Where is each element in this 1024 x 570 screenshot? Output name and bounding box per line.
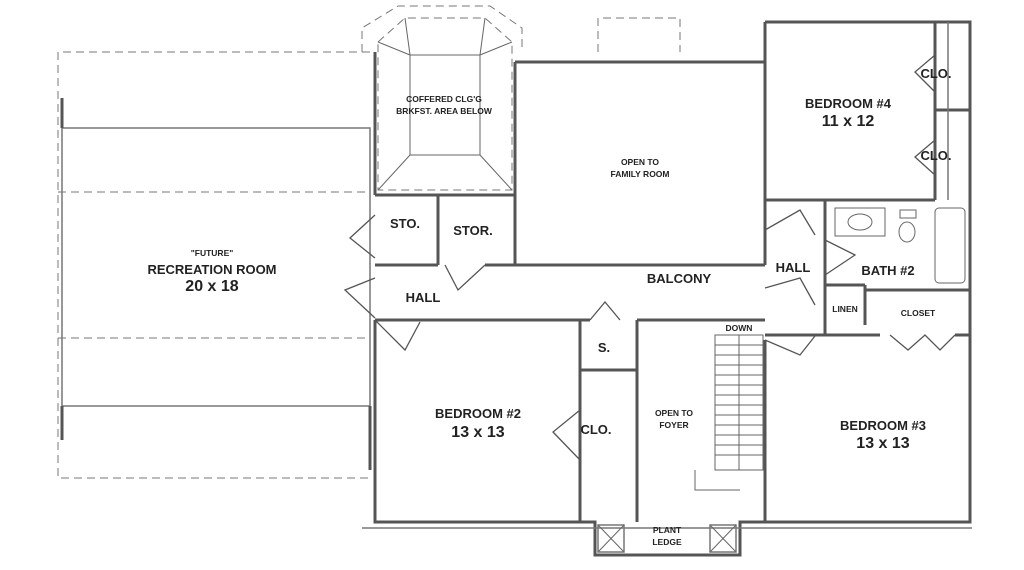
coffered-bay: [361, 5, 681, 191]
bedroom-4-closet-top-label: CLO.: [920, 66, 951, 81]
closet-label: CLOSET: [901, 308, 936, 318]
recreation-room-size: 20 x 18: [185, 278, 238, 295]
bath-2-label: BATH #2: [861, 263, 914, 278]
open-to-family-line1: OPEN TO: [621, 157, 659, 167]
recreation-room-area: [57, 51, 372, 479]
balcony-label: BALCONY: [647, 271, 712, 286]
linen-label: LINEN: [832, 304, 858, 314]
bedroom-2-name: BEDROOM #2: [435, 406, 521, 421]
bedroom-4-name: BEDROOM #4: [805, 96, 892, 111]
bedroom-2-closet-label: CLO.: [580, 422, 611, 437]
storage-s-label: S.: [598, 340, 610, 355]
hall-left-label: HALL: [406, 290, 441, 305]
coffered-label-line1: COFFERED CLG'G: [406, 94, 482, 104]
open-to-family-line2: FAMILY ROOM: [610, 169, 669, 179]
open-to-foyer-line1: OPEN TO: [655, 408, 693, 418]
outer-walls: [362, 20, 972, 557]
stairs: [694, 334, 764, 491]
bedroom-2-size: 13 x 13: [451, 424, 504, 441]
bath-fixtures: [834, 207, 966, 284]
bedroom-4-size: 11 x 12: [822, 113, 875, 130]
coffered-label-line2: BRKFST. AREA BELOW: [396, 106, 493, 116]
plant-ledge-line2: LEDGE: [652, 537, 682, 547]
plant-ledge-line1: PLANT: [653, 525, 682, 535]
recreation-room-note: "FUTURE": [191, 248, 234, 258]
recreation-room-name: RECREATION ROOM: [147, 262, 276, 277]
open-to-foyer-line2: FOYER: [659, 420, 688, 430]
bedroom-4-closet-mid-label: CLO.: [920, 148, 951, 163]
bedroom-3-name: BEDROOM #3: [840, 418, 926, 433]
interior-walls: [375, 22, 970, 522]
sto-label: STO.: [390, 216, 420, 231]
stor-label: STOR.: [453, 223, 493, 238]
hall-right-label: HALL: [776, 260, 811, 275]
stairs-down-label: DOWN: [726, 323, 753, 333]
door-swings: [343, 54, 956, 461]
bedroom-3-size: 13 x 13: [856, 435, 909, 452]
plant-ledge-boxes: [597, 524, 737, 553]
